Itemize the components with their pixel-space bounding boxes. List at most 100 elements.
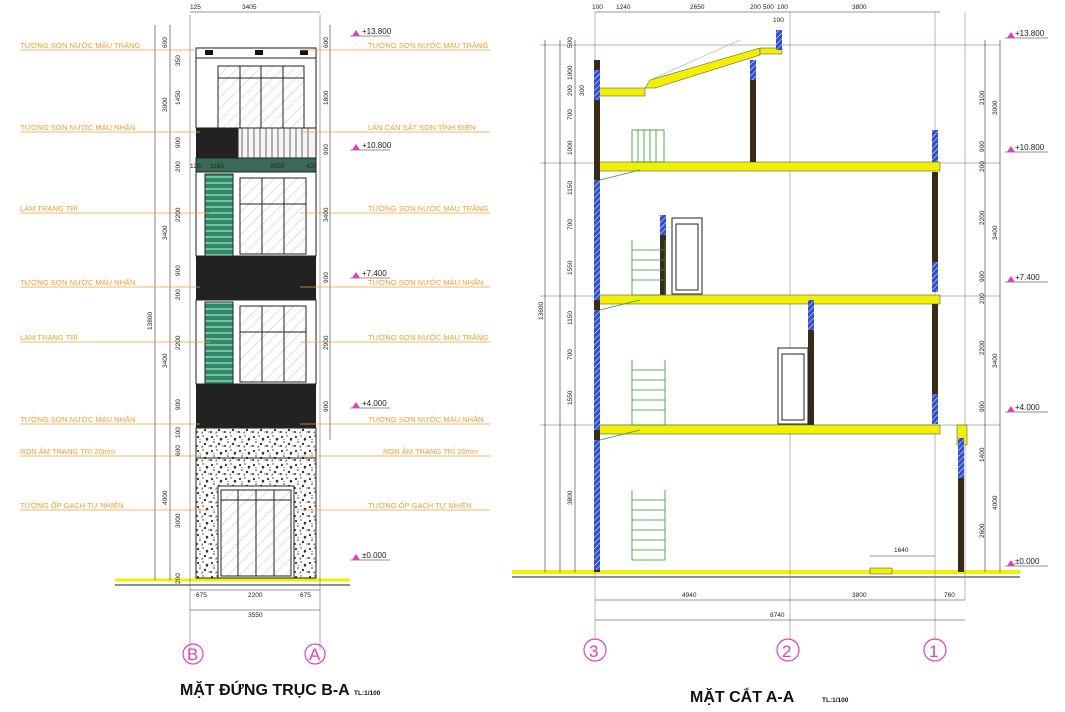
dim-label: 900 [979,271,986,282]
axis-bubble-3 [583,638,607,662]
dim-label: 350 [175,55,182,66]
dim-label: 4000 [992,495,999,510]
dim-label: 13800 [147,312,154,330]
dim-label: 125 [190,163,201,170]
dim-label: 2600 [979,523,986,538]
dim-label: 675 [196,592,207,599]
level-label: +4.000 [362,399,387,408]
level-label: +10.800 [1015,143,1045,152]
dim-label: 1640 [894,547,909,554]
dim-label: 100 [175,427,182,438]
floor3-window [239,177,307,255]
dim-label: 900 [323,272,330,283]
axis-label-3: 3 [589,642,598,661]
axis-bubble-1 [923,638,947,662]
dim-label: 200 [175,289,182,300]
dim-label: 200 [979,161,986,172]
dim-label: 8740 [770,612,785,619]
dim-label: 2020 [270,163,285,170]
dim-label: 200 [175,573,182,584]
dim-label: 3800 [567,490,574,505]
floor2-louver [204,301,234,385]
slab-10800 [594,161,941,172]
dim-label: 200 [750,4,761,11]
section-scale: TL:1/100 [822,697,849,704]
dim-label: 125 [190,4,201,11]
note-left: TƯỜNG SƠN NƯỚC MÀU NHẤN [20,122,135,132]
dim-label: 1000 [567,65,574,80]
dim-label: 3400 [992,225,999,240]
dim-label: 3800 [852,592,867,599]
dim-label: 600 [162,37,169,48]
note-left: LAM TRANG TRÍ [20,333,79,342]
dim-label: 700 [567,109,574,120]
mid-wall-top [750,60,756,162]
dim-label: 900 [323,401,330,412]
axis-bubble-B [182,643,204,665]
note-right: TƯỜNG SƠN NƯỚC MÀU NHẤN [368,414,483,424]
elevation-scale: TL:1/100 [354,690,381,697]
dim-label: 3000 [992,100,999,115]
dim-label: 500 [567,37,574,48]
dim-label: 760 [944,592,955,599]
section-title: MẶT CẮT A-A [690,687,795,706]
level-label: +4.000 [1015,403,1040,412]
dim-label: 4940 [682,592,697,599]
section-view [512,11,1048,662]
dim-label: 3000 [162,97,169,112]
note-right: LAN CAN SẮT SƠN TĨNH ĐIỆN [368,123,475,132]
level-label: +13.800 [362,27,392,36]
slab-7400 [594,294,941,305]
dim-label: 700 [567,219,574,230]
dim-label: 675 [300,592,311,599]
dim-label: 3405 [242,4,257,11]
dim-label: 700 [567,349,574,360]
note-left: RON ÂM TRANG TRÍ 20mm [20,447,115,456]
note-left: TƯỜNG SƠN NƯỚC MÀU NHẤN [20,414,135,424]
level-label: +7.400 [362,269,387,278]
dim-label: 13600 [538,302,545,320]
dim-label: 2650 [690,4,705,11]
level-label: +7.400 [1015,273,1040,282]
dim-label: 200 [175,161,182,172]
dim-label: 2200 [979,340,986,355]
dim-label: 900 [175,137,182,148]
dim-label: 300 [579,85,586,96]
dim-label: 600 [175,445,182,456]
dim-label: 1550 [567,260,574,275]
dim-label: 1150 [567,181,574,195]
level-label: ±0.000 [1015,557,1040,566]
note-right: TƯỜNG SƠN NƯỚC MÀU TRẮNG [368,333,488,342]
dim-label: 1550 [567,390,574,405]
dim-label: 1150 [567,311,574,325]
dim-label: 1450 [175,90,182,105]
dim-label: 100 [592,4,603,11]
axis-label-B: B [187,645,198,664]
dim-label: 900 [175,265,182,276]
dim-label: 420 [306,163,317,170]
dim-label: 3400 [992,353,999,368]
note-left: TƯỜNG SƠN NƯỚC MÀU TRẮNG [20,41,140,50]
note-left: TƯỜNG ỐP GẠCH TỰ NHIÊN [20,500,124,510]
door-floor3 [671,217,703,295]
band-7400 [196,256,316,300]
axis-bubble-2 [776,638,800,662]
axis-label-A: A [309,645,321,664]
dim-label: 900 [323,144,330,155]
floor3-louver [204,173,234,257]
dim-label: 3800 [852,4,867,11]
note-right: RON ÂM TRANG TRÍ 20mm [383,447,478,456]
dim-label: 2100 [979,90,986,105]
dim-label: 100 [773,17,784,24]
dim-label: 1240 [616,4,631,11]
elevation-view [20,11,490,665]
dim-label: 3000 [175,513,182,528]
floor2-window [239,305,307,383]
dim-label: 900 [979,141,986,152]
note-right: TƯỜNG SƠN NƯỚC MÀU NHẤN [368,277,483,287]
sloped-roof [644,47,761,89]
door-floor2 [777,347,809,425]
elevation-title: MẶT ĐỨNG TRỤC B-A [180,680,350,699]
